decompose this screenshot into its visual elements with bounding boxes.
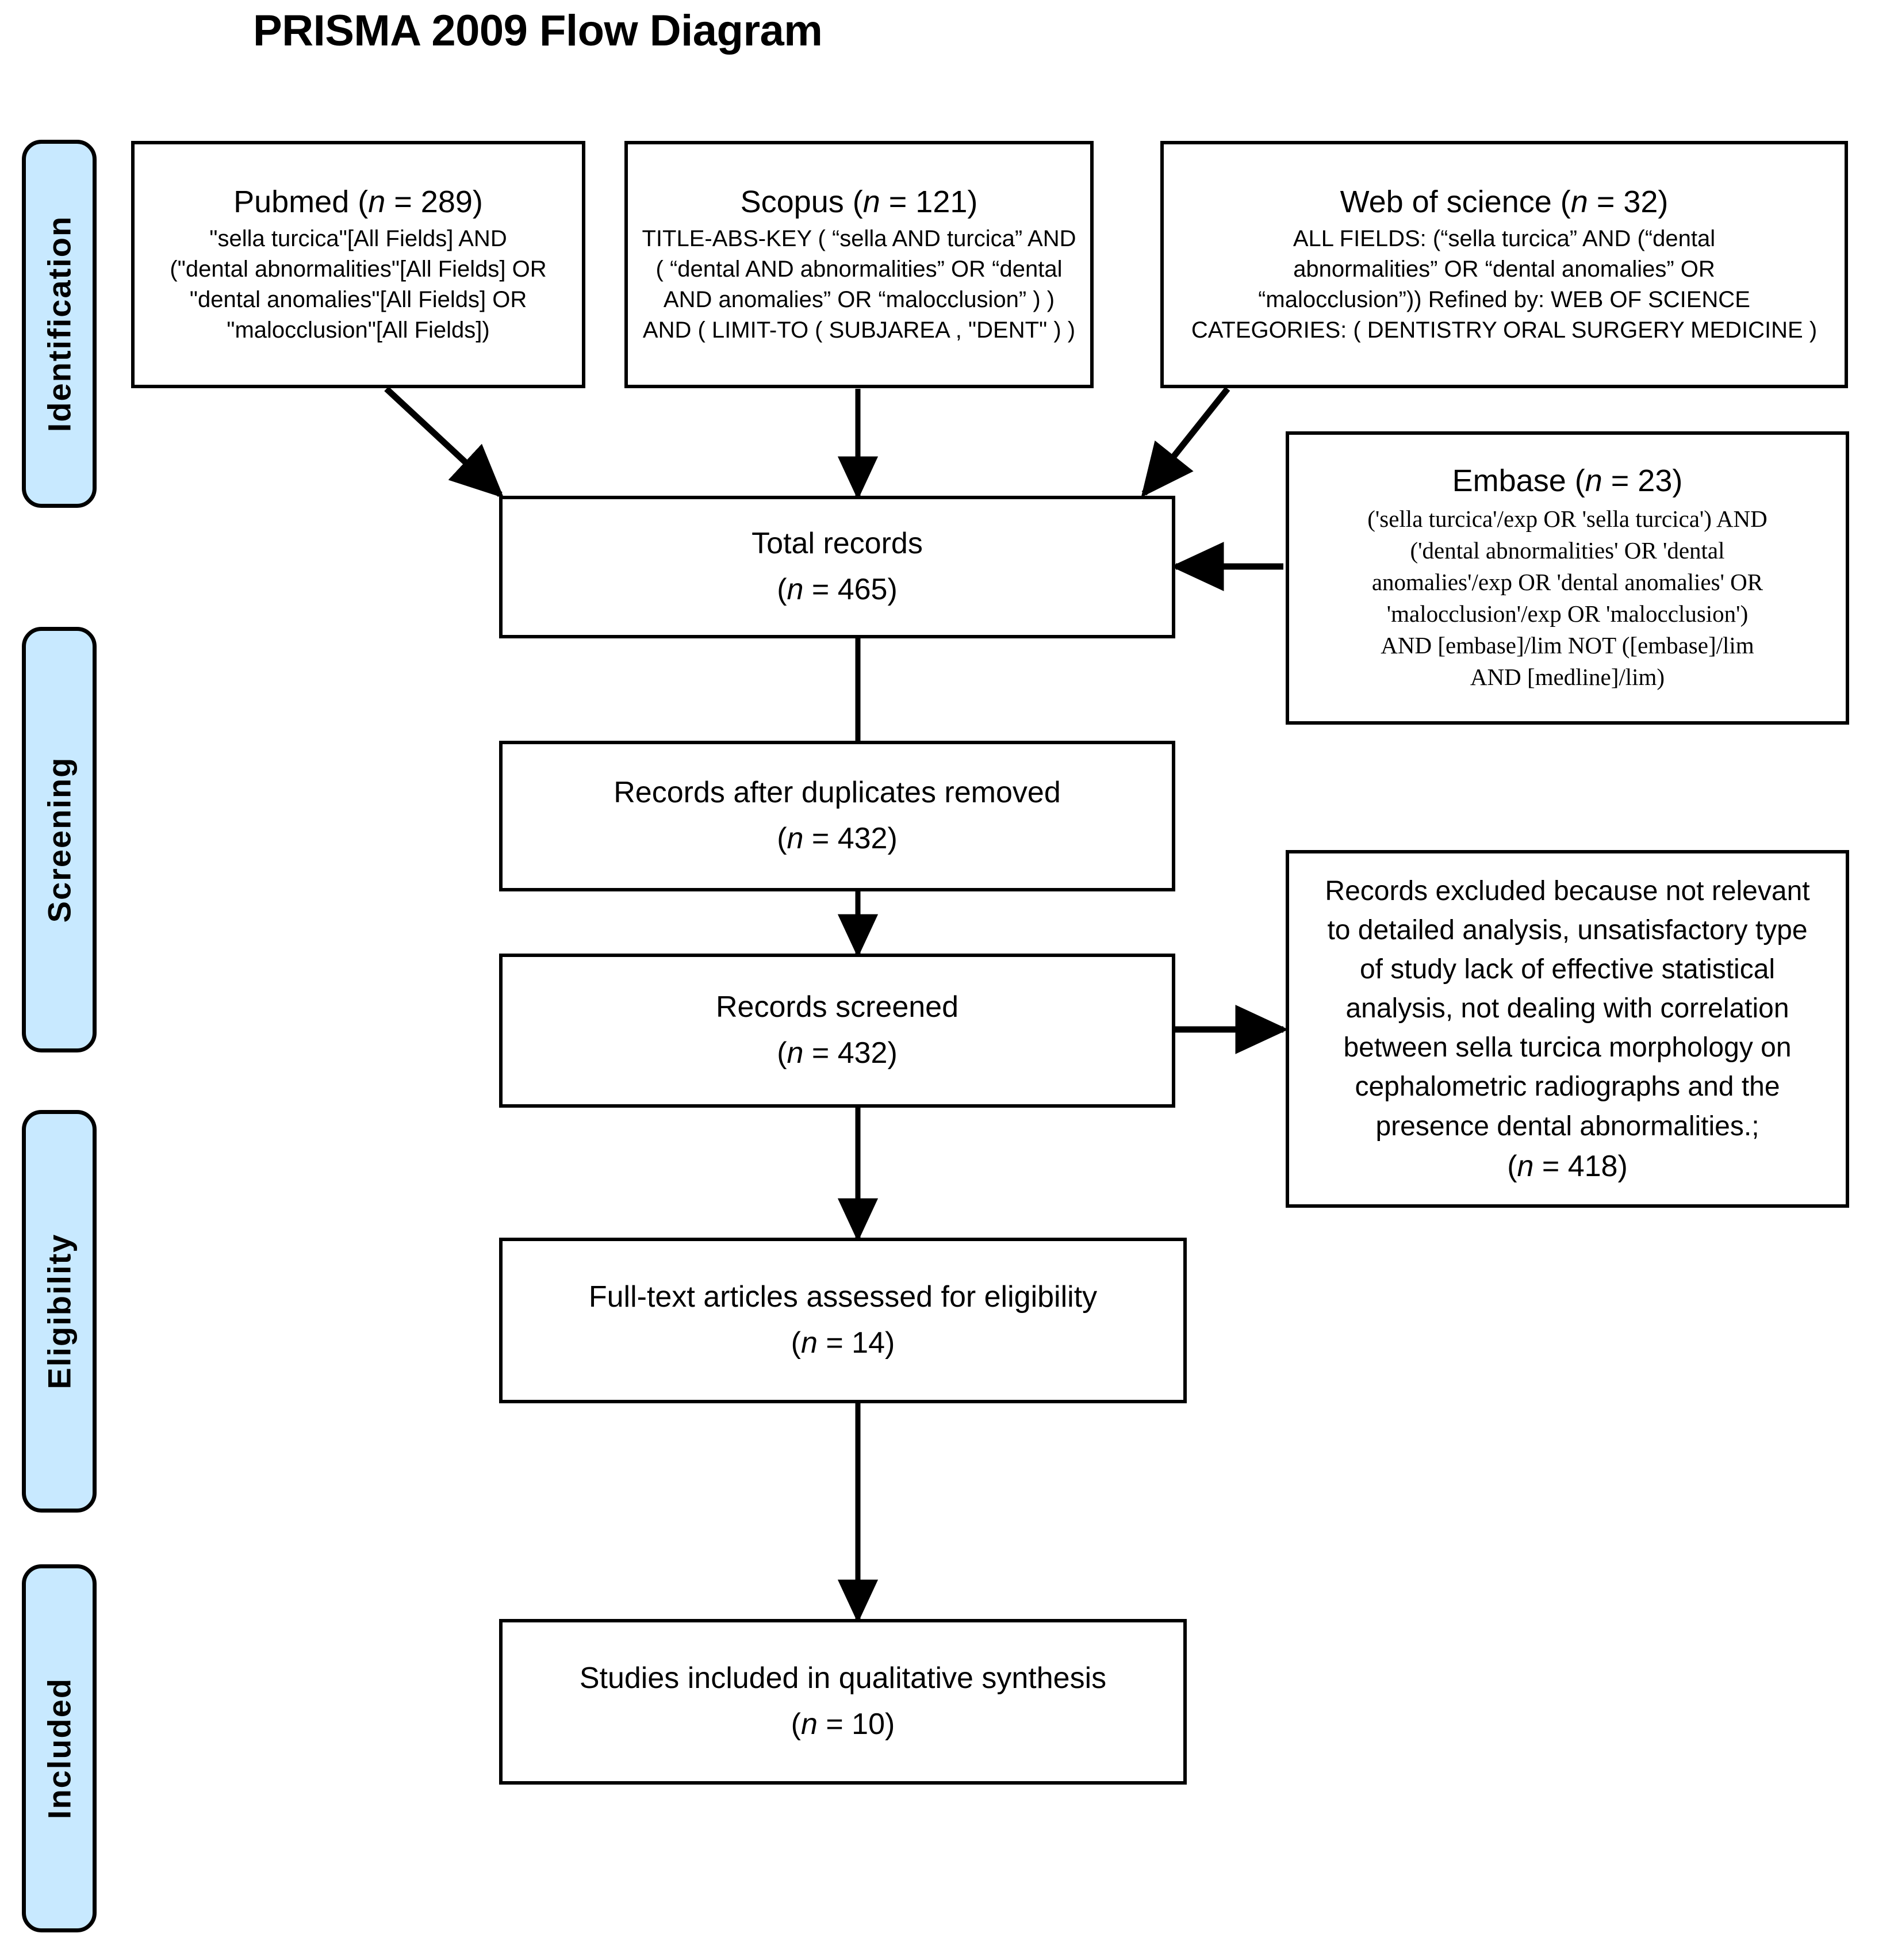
scopus-heading: Scopus (n = 121) [740, 184, 978, 219]
source-box-embase: Embase (n = 23) ('sella turcica'/exp OR … [1286, 431, 1849, 725]
stage-label-screening: Screening [41, 756, 78, 923]
after-duplicates-count: (n = 432) [777, 822, 898, 855]
stage-rail-screening: Screening [22, 627, 97, 1052]
stage-rail-eligibility: Eligibility [22, 1110, 97, 1513]
flow-box-records-excluded: Records excluded because not relevant to… [1286, 850, 1849, 1208]
flow-box-records-screened: Records screened (n = 432) [499, 954, 1175, 1108]
source-box-pubmed: Pubmed (n = 289) "sella turcica"[All Fie… [131, 141, 585, 388]
arrow-pubmed-to-total [384, 386, 504, 498]
embase-heading: Embase (n = 23) [1452, 464, 1683, 499]
page-title: PRISMA 2009 Flow Diagram [253, 6, 823, 55]
stage-rail-included: Included [22, 1564, 97, 1932]
stage-label-identification: Identification [41, 215, 78, 432]
total-records-count: (n = 465) [777, 573, 898, 606]
wos-heading: Web of science (n = 32) [1340, 184, 1669, 219]
records-excluded-body: Records excluded because not relevant to… [1325, 875, 1810, 1142]
arrow-wos-to-total [1141, 386, 1230, 497]
pubmed-query: "sella turcica"[All Fields] AND ("dental… [170, 226, 547, 343]
source-box-web-of-science: Web of science (n = 32) ALL FIELDS: (“se… [1160, 141, 1848, 388]
full-text-assessed-label: Full-text articles assessed for eligibil… [588, 1280, 1098, 1314]
pubmed-heading: Pubmed (n = 289) [233, 184, 483, 219]
stage-label-included: Included [41, 1677, 78, 1820]
stage-rail-identification: Identification [22, 140, 97, 508]
records-excluded-count: (n = 418) [1507, 1149, 1628, 1183]
scopus-query: TITLE-ABS-KEY ( “sella AND turcica” AND … [642, 226, 1076, 343]
source-box-scopus: Scopus (n = 121) TITLE-ABS-KEY ( “sella … [624, 141, 1094, 388]
records-screened-count: (n = 432) [777, 1036, 898, 1070]
qualitative-synthesis-label: Studies included in qualitative synthesi… [579, 1662, 1107, 1695]
flow-box-qualitative-synthesis: Studies included in qualitative synthesi… [499, 1619, 1187, 1785]
stage-label-eligibility: Eligibility [41, 1233, 78, 1389]
embase-query: ('sella turcica'/exp OR 'sella turcica')… [1367, 506, 1768, 690]
flow-box-total-records: Total records (n = 465) [499, 496, 1175, 638]
flow-box-full-text-assessed: Full-text articles assessed for eligibil… [499, 1238, 1187, 1403]
qualitative-synthesis-count: (n = 10) [791, 1708, 895, 1741]
full-text-assessed-count: (n = 14) [791, 1326, 895, 1360]
flow-box-after-duplicates: Records after duplicates removed (n = 43… [499, 741, 1175, 891]
total-records-label: Total records [752, 527, 923, 561]
wos-query: ALL FIELDS: (“sella turcica” AND (“denta… [1191, 226, 1818, 343]
records-screened-label: Records screened [716, 990, 958, 1024]
after-duplicates-label: Records after duplicates removed [614, 776, 1061, 810]
